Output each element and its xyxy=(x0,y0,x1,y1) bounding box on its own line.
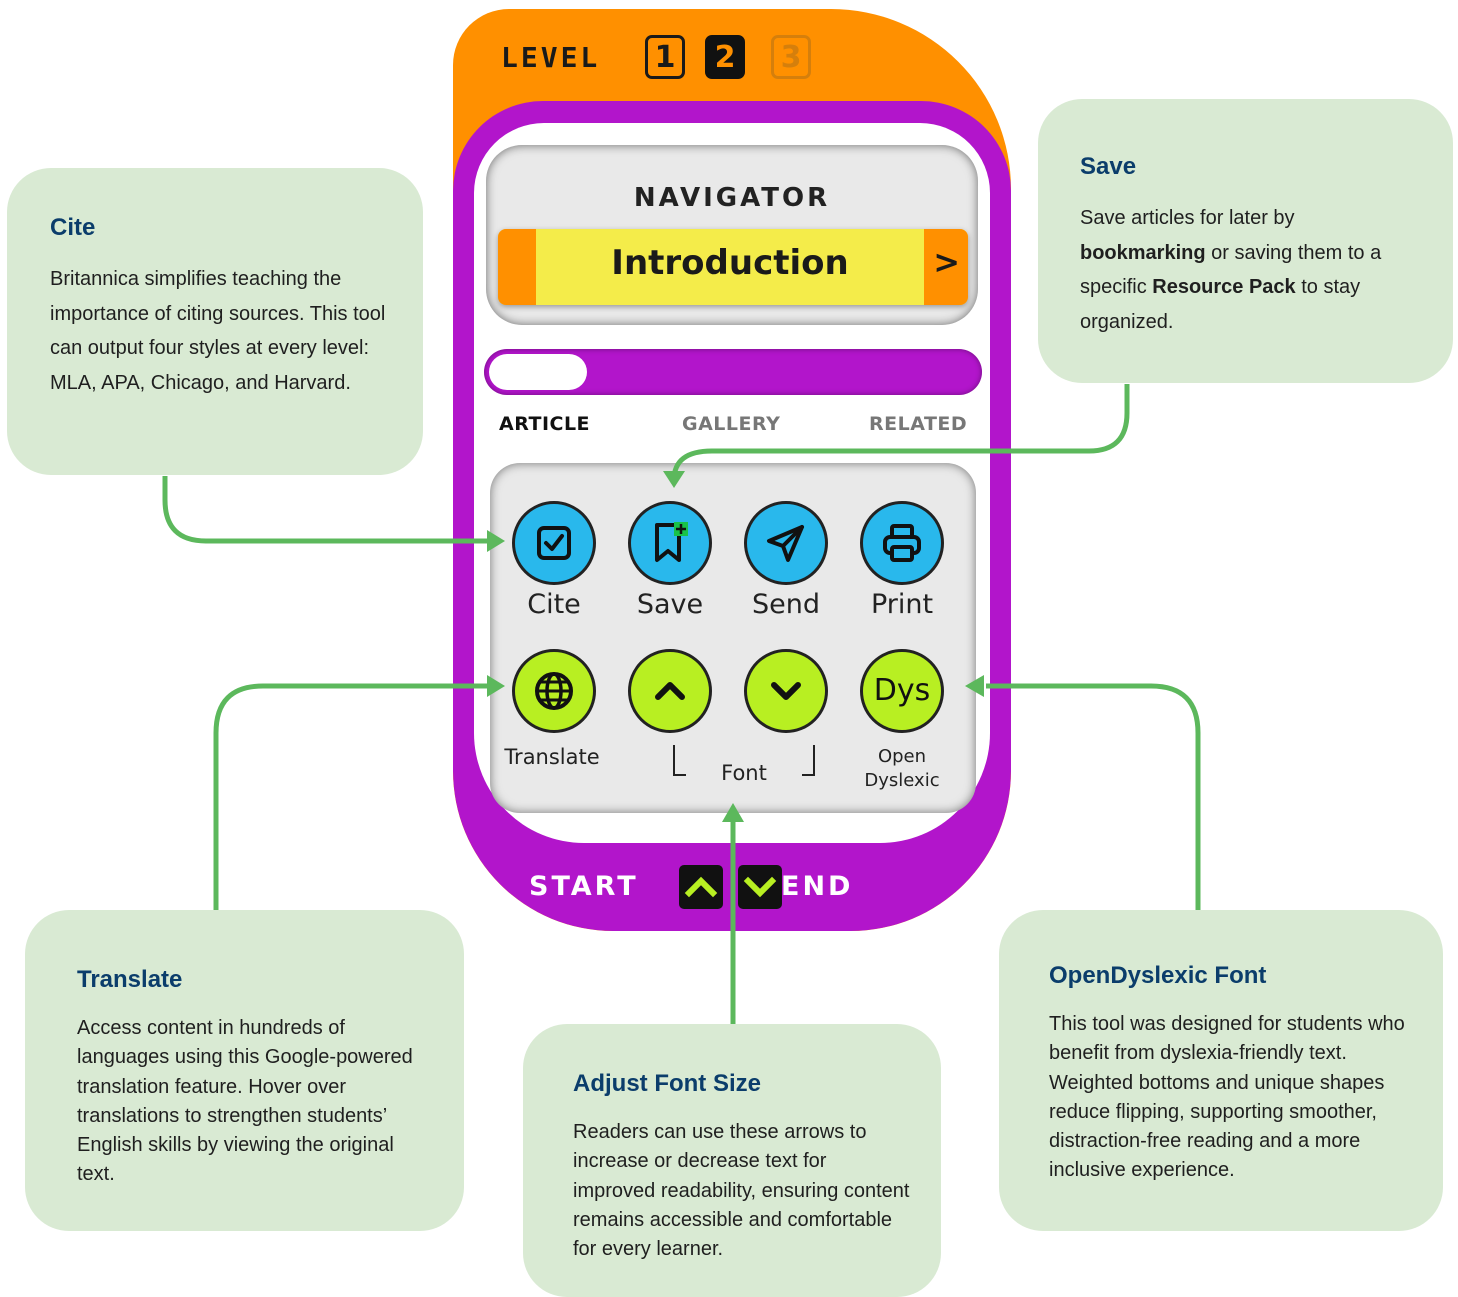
bookmarking-term: bookmarking xyxy=(1080,241,1206,264)
increase-font-button[interactable] xyxy=(628,649,712,733)
navigator-box: NAVIGATOR Introduction > xyxy=(486,145,978,325)
tools-box: Cite Save Send Print xyxy=(490,463,976,813)
level-3-button[interactable]: 3 xyxy=(771,35,811,79)
translate-arrowhead xyxy=(487,675,505,697)
font-bracket-icon xyxy=(673,745,815,776)
callout-font-text: Readers can use these arrows to increase… xyxy=(573,1121,910,1261)
level-2-button[interactable]: 2 xyxy=(705,35,745,79)
dyslexic-connector xyxy=(986,683,1201,910)
cite-button[interactable] xyxy=(512,501,596,585)
tab-related[interactable]: RELATED xyxy=(869,413,968,435)
start-label: START xyxy=(529,871,639,902)
printer-icon xyxy=(883,524,921,562)
save-arrowhead xyxy=(663,471,685,488)
callout-translate-text: Access content in hundreds of languages … xyxy=(77,1017,413,1186)
checkbox-icon xyxy=(537,526,571,560)
callout-save: Save Save articles for later by bookmark… xyxy=(1038,99,1453,383)
white-panel: NAVIGATOR Introduction > ARTICLE GALLERY… xyxy=(474,123,990,843)
callout-cite-text: Britannica simplifies teaching the impor… xyxy=(50,268,386,394)
current-section: Introduction xyxy=(611,243,849,283)
callout-dyslexic-title: OpenDyslexic Font xyxy=(1049,962,1267,989)
tab-gallery[interactable]: GALLERY xyxy=(682,413,781,435)
callout-dyslexic-text: This tool was designed for students who … xyxy=(1049,1013,1405,1182)
callout-cite-title: Cite xyxy=(50,214,96,241)
dyslexic-arrowhead xyxy=(965,675,984,697)
reading-progress-fill xyxy=(489,354,587,390)
level-label: LEVEL xyxy=(501,41,601,74)
translate-button[interactable] xyxy=(512,649,596,733)
cite-arrowhead xyxy=(487,530,505,552)
translate-connector xyxy=(213,683,490,910)
bookmark-add-icon xyxy=(655,522,688,562)
chevron-down-icon xyxy=(771,682,801,700)
next-section-icon[interactable]: > xyxy=(933,243,960,281)
callout-translate: Translate Access content in hundreds of … xyxy=(25,910,464,1231)
tab-article[interactable]: ARTICLE xyxy=(499,413,591,435)
navigator-title: NAVIGATOR xyxy=(633,183,831,213)
section-bar-right-cap xyxy=(924,229,968,305)
dys-icon: Dys xyxy=(873,673,931,708)
callout-translate-title: Translate xyxy=(77,966,183,993)
font-arrowhead xyxy=(722,803,744,822)
cite-label: Cite xyxy=(527,589,581,620)
level-1-button[interactable]: 1 xyxy=(645,35,685,79)
globe-icon xyxy=(535,672,573,710)
translate-label: Translate xyxy=(504,745,600,769)
section-bar-left-cap xyxy=(498,229,536,305)
callout-font-title: Adjust Font Size xyxy=(573,1070,761,1097)
print-button[interactable] xyxy=(860,501,944,585)
end-label: END xyxy=(781,871,854,902)
open-dyslexic-button[interactable]: Dys xyxy=(860,649,944,733)
save-button[interactable] xyxy=(628,501,712,585)
purple-frame: NAVIGATOR Introduction > ARTICLE GALLERY… xyxy=(453,101,1011,931)
cite-connector xyxy=(162,476,490,544)
chevron-up-icon xyxy=(655,682,685,700)
callout-save-title: Save xyxy=(1080,153,1137,180)
go-to-end-button[interactable] xyxy=(738,865,782,909)
navigator-widget: LEVEL 1 2 3 NAVIGATOR Introduction > ART… xyxy=(453,9,1011,931)
print-label: Print xyxy=(870,589,934,620)
callout-dyslexic: OpenDyslexic Font This tool was designed… xyxy=(999,910,1443,1231)
callout-save-text: Save articles for later by bookmarking o… xyxy=(1080,207,1382,333)
send-button[interactable] xyxy=(744,501,828,585)
resource-pack-term: Resource Pack xyxy=(1152,276,1296,298)
reading-progress-bar[interactable] xyxy=(484,349,982,395)
save-label: Save xyxy=(636,589,704,620)
font-label: Font xyxy=(721,761,767,785)
send-icon xyxy=(767,525,804,562)
callout-font-size: Adjust Font Size Readers can use these a… xyxy=(523,1024,941,1297)
callout-cite: Cite Britannica simplifies teaching the … xyxy=(7,168,423,475)
go-to-start-button[interactable] xyxy=(679,865,723,909)
send-label: Send xyxy=(751,589,820,620)
chevron-up-icon xyxy=(684,876,718,898)
chevron-down-icon xyxy=(743,876,777,898)
save-connector xyxy=(671,384,1130,481)
open-dyslexic-label: Open Dyslexic xyxy=(864,746,940,791)
section-selector[interactable]: Introduction > xyxy=(498,229,968,305)
decrease-font-button[interactable] xyxy=(744,649,828,733)
